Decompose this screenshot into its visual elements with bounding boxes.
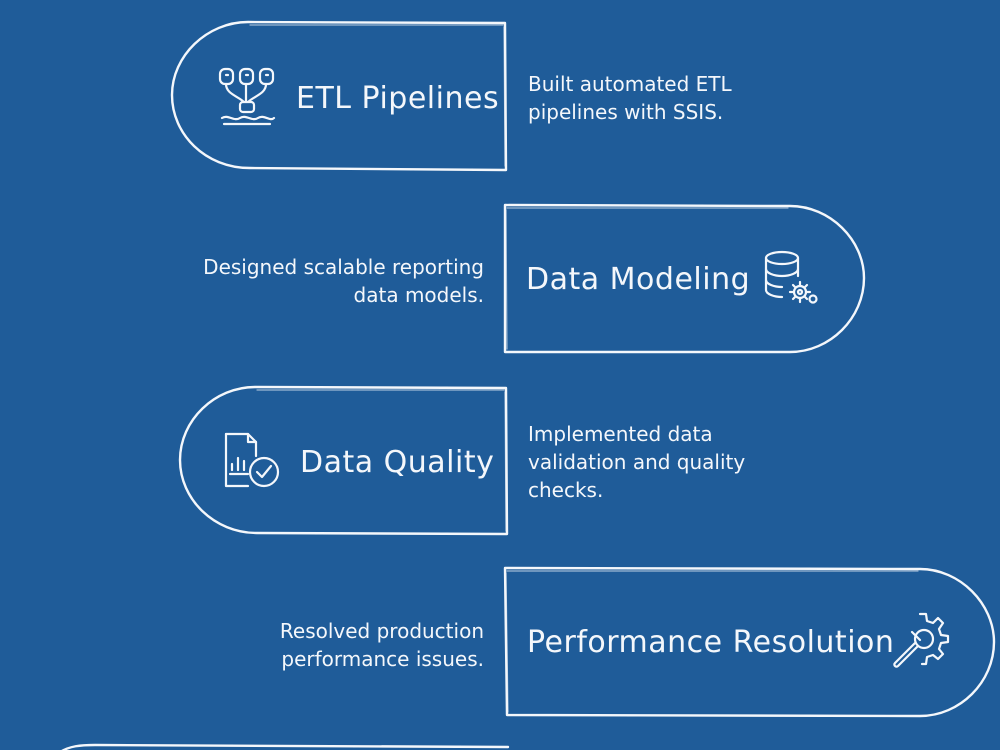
document-check-icon (220, 430, 282, 492)
step-4-description: Resolved production performance issues. (279, 619, 484, 671)
step-2-shape-sketch (505, 207, 789, 350)
step-4-shape-sketch (505, 570, 919, 713)
gear-wrench-icon (890, 610, 952, 672)
step-3-title: Data Quality (300, 445, 495, 480)
step-5-shape-partial (61, 743, 510, 750)
step-3-shape-sketch (256, 389, 507, 532)
step-4-shape (503, 566, 996, 718)
step-2-description: Designed scalable reporting data models. (203, 255, 484, 307)
step-1-shape-sketch (249, 24, 506, 167)
step-1-shape (170, 20, 508, 172)
step-3-description: Implemented data validation and quality … (528, 422, 746, 502)
step-1-title: ETL Pipelines (296, 81, 500, 116)
step-4-title: Performance Resolution (527, 625, 895, 660)
step-3-shape (178, 385, 509, 536)
step-2-shape (503, 203, 866, 354)
database-settings-icon (760, 248, 822, 310)
step-1-description: Built automated ETL pipelines with SSIS. (528, 72, 732, 124)
step-2-title: Data Modeling (526, 262, 751, 297)
pipeline-icon (216, 66, 278, 128)
